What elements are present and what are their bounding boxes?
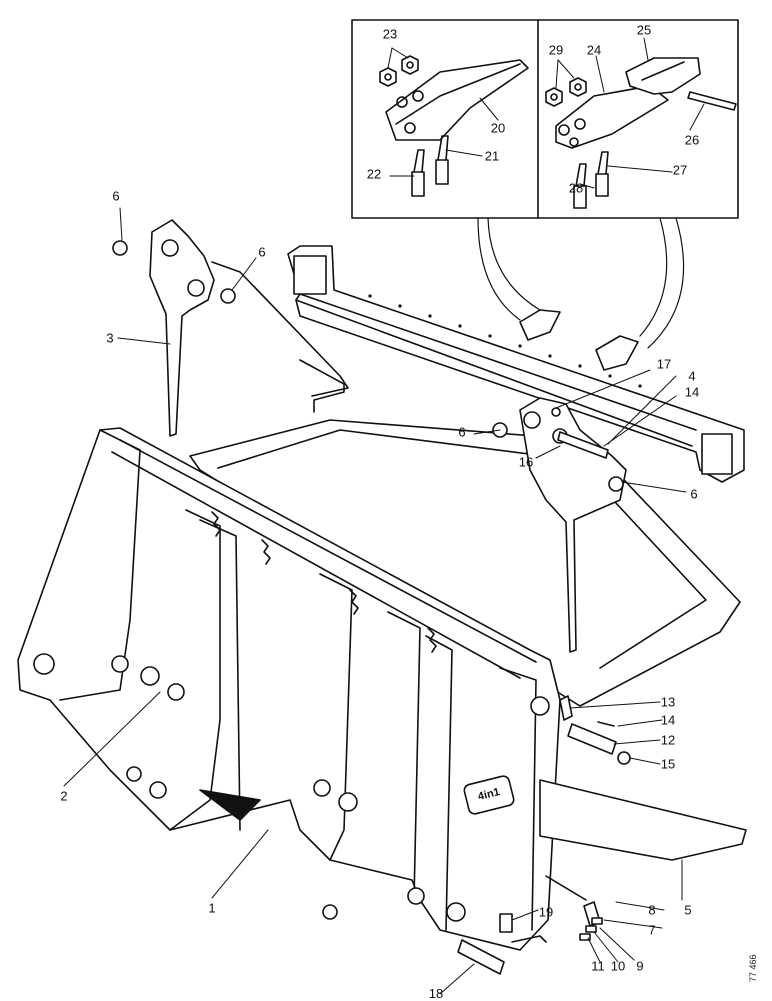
callout-24: 24 bbox=[586, 42, 602, 58]
callout-6-bracket-right: 6 bbox=[458, 424, 466, 440]
bucket-front-frame bbox=[17, 427, 561, 951]
tooth-mounted-2 bbox=[595, 335, 639, 371]
bucket-blade-upper bbox=[287, 245, 745, 483]
callout-29: 29 bbox=[548, 42, 564, 58]
callout-25: 25 bbox=[636, 22, 652, 38]
callout-27: 27 bbox=[672, 162, 688, 178]
bracket-left-3 bbox=[112, 219, 349, 437]
tip-25 bbox=[625, 57, 701, 95]
callout-6-right: 6 bbox=[690, 486, 698, 502]
callout-3: 3 bbox=[106, 330, 114, 346]
callout-6-top-left: 6 bbox=[112, 188, 120, 204]
callout-14-top: 14 bbox=[684, 384, 700, 400]
callout-13: 13 bbox=[660, 694, 676, 710]
pin-26 bbox=[687, 91, 737, 111]
bolts-27-28 bbox=[573, 151, 609, 209]
callout-16: 16 bbox=[518, 454, 534, 470]
callout-17: 17 bbox=[656, 356, 672, 372]
callout-12: 12 bbox=[660, 732, 676, 748]
callout-10: 10 bbox=[610, 958, 626, 974]
callout-21: 21 bbox=[484, 148, 500, 164]
nuts-29 bbox=[545, 77, 587, 107]
callout-9: 9 bbox=[636, 958, 644, 974]
pin-assembly-18 bbox=[457, 875, 603, 975]
tooth-20 bbox=[385, 59, 529, 141]
callout-14-bottom: 14 bbox=[660, 712, 676, 728]
reference-code: 77 466 bbox=[748, 954, 758, 982]
cutting-edge-5 bbox=[539, 779, 747, 861]
callout-20: 20 bbox=[490, 120, 506, 136]
bolts-21-22 bbox=[411, 135, 449, 197]
nuts-23 bbox=[379, 55, 419, 87]
callout-6-bracket-left: 6 bbox=[258, 244, 266, 260]
tooth-mounted-1 bbox=[519, 309, 561, 341]
bracket-right-4 bbox=[492, 397, 627, 653]
tooth-detail-inset bbox=[351, 19, 739, 219]
callout-11: 11 bbox=[591, 958, 605, 974]
callout-19: 19 bbox=[538, 904, 554, 920]
callout-22: 22 bbox=[366, 166, 382, 182]
callout-4: 4 bbox=[688, 368, 696, 384]
callout-1: 1 bbox=[208, 900, 216, 916]
callout-28: 28 bbox=[568, 180, 584, 196]
callout-18: 18 bbox=[428, 986, 444, 1001]
leader-lines bbox=[63, 37, 705, 995]
callout-23: 23 bbox=[382, 26, 398, 42]
callout-26: 26 bbox=[684, 132, 700, 148]
callout-15: 15 bbox=[660, 756, 676, 772]
callout-2: 2 bbox=[60, 788, 68, 804]
callout-7: 7 bbox=[648, 922, 656, 938]
callout-5: 5 bbox=[684, 902, 692, 918]
callout-8: 8 bbox=[648, 902, 656, 918]
pin-assembly-12 bbox=[559, 695, 631, 765]
adapter-24 bbox=[555, 85, 669, 149]
